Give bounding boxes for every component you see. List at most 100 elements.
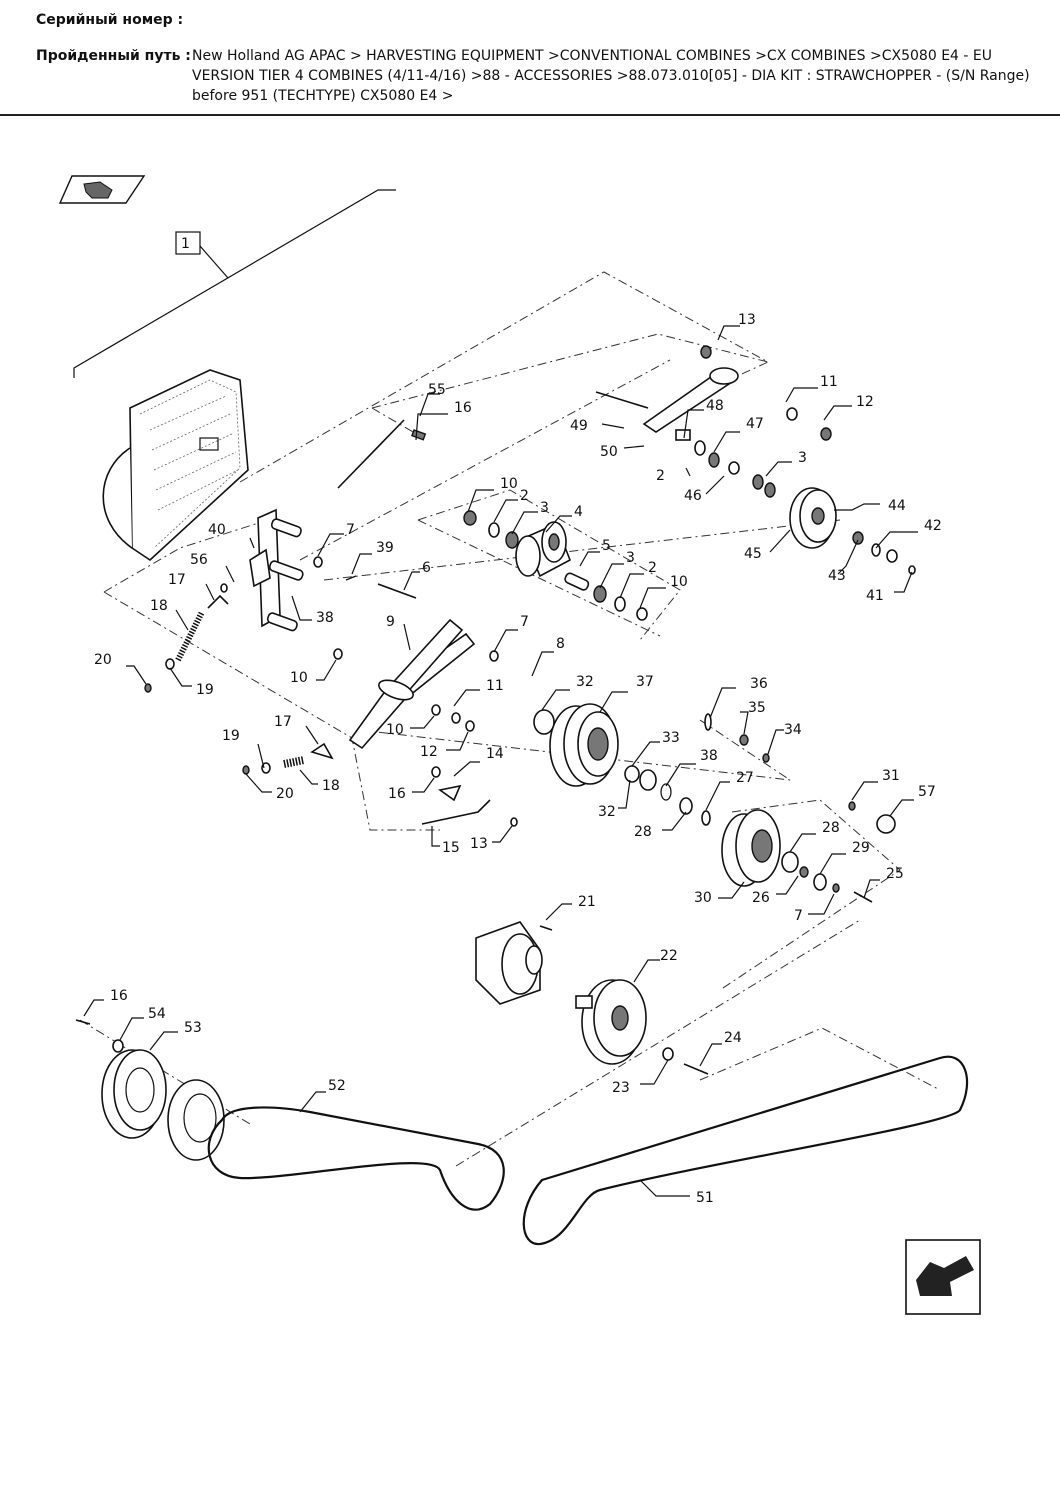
callout-28: 28	[634, 824, 652, 840]
callout-51: 51	[696, 1190, 714, 1206]
callout-2: 2	[520, 488, 529, 504]
callout-10: 10	[386, 722, 404, 738]
pulley-30	[721, 809, 781, 887]
callout-36: 36	[750, 676, 768, 692]
pulley-37	[533, 703, 619, 787]
callout-44: 44	[888, 498, 906, 514]
callout-17: 17	[168, 572, 186, 588]
callout-21: 21	[578, 894, 596, 910]
callout-6: 6	[422, 560, 431, 576]
previous-page-icon[interactable]	[58, 175, 146, 204]
callout-3: 3	[626, 550, 635, 566]
callout-15: 15	[442, 840, 460, 856]
idler-lever	[595, 367, 739, 441]
callout-10: 10	[290, 670, 308, 686]
callout-13: 13	[470, 836, 488, 852]
breadcrumb: New Holland AG APAC > HARVESTING EQUIPME…	[192, 48, 1030, 104]
belt-51	[522, 1055, 969, 1246]
callout-18: 18	[322, 778, 340, 794]
pulley-53	[101, 1049, 167, 1139]
callout-38: 38	[316, 610, 334, 626]
construction-lines	[79, 271, 941, 1167]
callout-54: 54	[148, 1006, 166, 1022]
callout-26: 26	[752, 890, 770, 906]
callout-37: 37	[636, 674, 654, 690]
callout-42: 42	[924, 518, 942, 534]
callout-13: 13	[738, 312, 756, 328]
mounting-bracket	[249, 508, 304, 632]
callout-22: 22	[660, 948, 678, 964]
washers-and-bushings	[75, 345, 916, 1075]
bolt-16	[411, 429, 427, 441]
callout-32: 32	[598, 804, 616, 820]
pulley-22	[575, 979, 647, 1065]
lever-arm	[348, 618, 476, 750]
callout-labels: 1 13 11 12 48 47 49 50 3 2 46 55 16 10 2…	[94, 236, 942, 1206]
callout-56: 56	[190, 552, 208, 568]
bracket-17b	[310, 742, 334, 760]
callout-31: 31	[882, 768, 900, 784]
callout-7: 7	[346, 522, 355, 538]
callout-1: 1	[181, 236, 190, 252]
callout-4: 4	[574, 504, 583, 520]
callout-38: 38	[700, 748, 718, 764]
callout-49: 49	[570, 418, 588, 434]
hub-flange	[167, 1079, 225, 1161]
callout-20: 20	[276, 786, 294, 802]
serial-number-label: Серийный номер :	[36, 12, 184, 28]
callout-33: 33	[662, 730, 680, 746]
callout-16: 16	[388, 786, 406, 802]
callout-11: 11	[820, 374, 838, 390]
callout-19: 19	[222, 728, 240, 744]
callout-45: 45	[744, 546, 762, 562]
callout-10: 10	[670, 574, 688, 590]
callout-46: 46	[684, 488, 702, 504]
callout-57: 57	[918, 784, 936, 800]
idler-roller	[515, 521, 572, 578]
callout-16: 16	[110, 988, 128, 1004]
assembly-line	[73, 189, 396, 378]
callout-16: 16	[454, 400, 472, 416]
breadcrumb-label: Пройденный путь :	[36, 48, 191, 64]
callout-47: 47	[746, 416, 764, 432]
callout-23: 23	[612, 1080, 630, 1096]
callout-24: 24	[724, 1030, 742, 1046]
callout-25: 25	[886, 866, 904, 882]
callout-35: 35	[748, 700, 766, 716]
callout-17: 17	[274, 714, 292, 730]
callout-2: 2	[656, 468, 665, 484]
callout-12: 12	[420, 744, 438, 760]
callout-3: 3	[540, 500, 549, 516]
callout-53: 53	[184, 1020, 202, 1036]
callout-27: 27	[736, 770, 754, 786]
callout-5: 5	[602, 538, 611, 554]
callout-18: 18	[150, 598, 168, 614]
callout-48: 48	[706, 398, 724, 414]
callout-39: 39	[376, 540, 394, 556]
callout-10: 10	[500, 476, 518, 492]
callout-box-1	[175, 231, 201, 255]
callout-7: 7	[794, 908, 803, 924]
callout-3: 3	[798, 450, 807, 466]
callout-32: 32	[576, 674, 594, 690]
belt-52	[207, 1106, 505, 1211]
callout-9: 9	[386, 614, 395, 630]
callout-8: 8	[556, 636, 565, 652]
callout-40: 40	[208, 522, 226, 538]
callout-30: 30	[694, 890, 712, 906]
callout-19: 19	[196, 682, 214, 698]
next-page-icon[interactable]	[905, 1239, 981, 1315]
leader-line	[199, 245, 229, 279]
callout-7: 7	[520, 614, 529, 630]
callout-52: 52	[328, 1078, 346, 1094]
callout-14: 14	[486, 746, 504, 762]
header-divider	[0, 114, 1060, 116]
bracket-17	[207, 594, 229, 609]
callout-20: 20	[94, 652, 112, 668]
callout-43: 43	[828, 568, 846, 584]
chopper-housing	[102, 369, 249, 562]
spring-18b	[283, 756, 305, 768]
callout-28: 28	[822, 820, 840, 836]
pulley-45	[789, 487, 837, 549]
